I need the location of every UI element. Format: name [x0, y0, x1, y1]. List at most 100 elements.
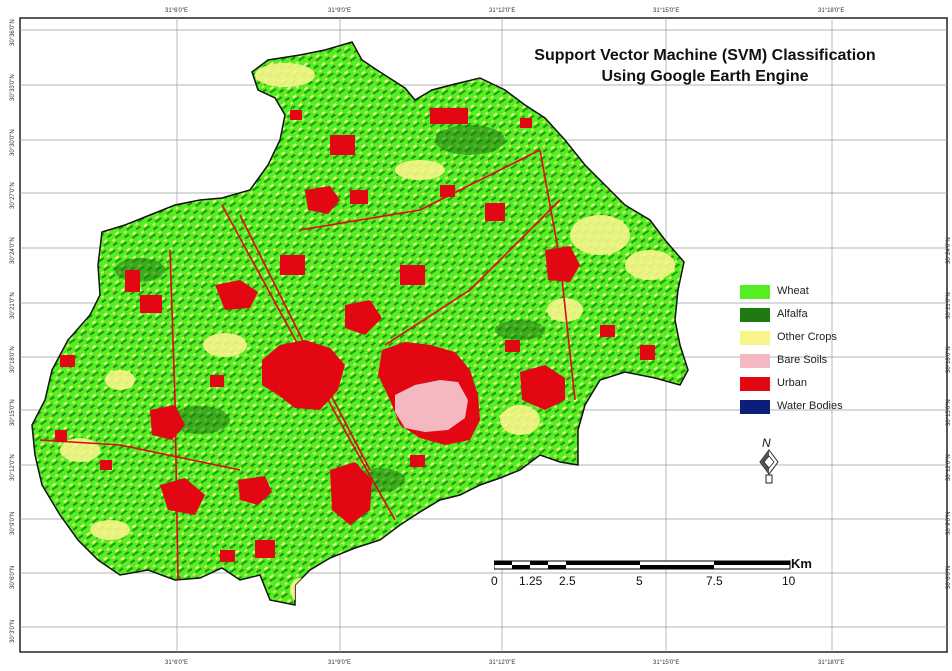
legend-label: Bare Soils — [777, 354, 828, 366]
lon-tick-label: 31°9'0"E — [328, 660, 351, 666]
urban-patch — [290, 110, 302, 120]
lat-tick-label: 30°9'0"N — [10, 512, 16, 535]
scale-label: 7.5 — [706, 574, 723, 588]
latitude-labels-left: 30°36'0"N 30°33'0"N 30°30'0"N 30°27'0"N … — [10, 19, 16, 643]
urban-patch — [305, 186, 340, 214]
legend-item-alfalfa: Alfalfa — [740, 307, 860, 330]
other-crops-patch — [60, 438, 100, 462]
urban-patch — [640, 345, 655, 360]
longitude-labels-bottom: 31°6'0"E 31°9'0"E 31°12'0"E 31°15'0"E 31… — [165, 660, 844, 666]
urban-patch — [545, 246, 580, 282]
north-label: N — [762, 436, 771, 450]
legend-item-urban: Urban — [740, 376, 860, 399]
legend-swatch — [740, 354, 770, 368]
urban-patch — [100, 460, 112, 470]
north-arrow-icon — [759, 449, 779, 484]
lat-tick-label: 30°21'0"N — [946, 292, 952, 319]
alfalfa-patch — [435, 125, 505, 155]
scale-unit: Km — [791, 556, 812, 571]
other-crops-patch — [395, 160, 445, 180]
scale-label: 0 — [491, 574, 498, 588]
map-title: Support Vector Machine (SVM) Classificat… — [534, 47, 876, 64]
scale-label: 2.5 — [559, 574, 576, 588]
scale-bar — [494, 560, 791, 570]
other-crops-patch — [255, 63, 315, 87]
urban-patch — [140, 295, 162, 313]
urban-patch — [505, 340, 520, 352]
urban-patch — [220, 550, 235, 562]
legend-item-water-bodies: Water Bodies — [740, 399, 860, 422]
other-crops-patch — [570, 215, 630, 255]
lat-tick-label: 30°6'0"N — [946, 566, 952, 589]
other-crops-patches — [60, 63, 675, 602]
legend: Wheat Alfalfa Other Crops Bare Soils Urb… — [740, 284, 860, 422]
urban-patch — [160, 478, 205, 515]
lat-tick-label: 30°12'0"N — [946, 454, 952, 481]
lat-tick-label: 30°15'0"N — [10, 399, 16, 426]
lat-tick-label: 30°33'0"N — [10, 74, 16, 101]
lon-tick-label: 31°12'0"E — [489, 660, 515, 666]
other-crops-patch — [500, 405, 540, 435]
urban-patch — [262, 340, 345, 410]
urban-patch — [215, 280, 258, 310]
lat-tick-label: 30°30'0"N — [10, 129, 16, 156]
urban-patch — [60, 355, 75, 367]
legend-swatch — [740, 331, 770, 345]
lat-tick-label: 30°36'0"N — [10, 19, 16, 46]
lat-tick-label: 30°18'0"N — [10, 346, 16, 373]
lon-tick-label: 31°9'0"E — [328, 8, 351, 14]
urban-patch — [238, 476, 272, 505]
lon-tick-label: 31°18'0"E — [818, 660, 844, 666]
lat-tick-label: 30°18'0"N — [946, 346, 952, 373]
road-line — [384, 199, 561, 346]
urban-patch — [150, 405, 185, 440]
urban-patch — [600, 325, 615, 337]
urban-patch — [125, 270, 140, 292]
lon-tick-label: 31°12'0"E — [489, 8, 515, 14]
lat-tick-label: 30°12'0"N — [10, 454, 16, 481]
legend-label: Urban — [777, 377, 807, 389]
lat-tick-label: 30°6'0"N — [10, 566, 16, 589]
urban-patch — [330, 462, 372, 525]
lat-tick-label: 30°9'0"N — [946, 512, 952, 535]
alfalfa-patch — [495, 320, 545, 340]
urban-patch — [520, 118, 532, 128]
other-crops-patch — [290, 578, 310, 602]
lon-tick-label: 31°6'0"E — [165, 8, 188, 14]
legend-item-wheat: Wheat — [740, 284, 860, 307]
other-crops-patch — [105, 370, 135, 390]
urban-patch — [255, 540, 275, 558]
urban-patch — [350, 190, 368, 204]
urban-patch — [520, 365, 565, 410]
lat-tick-label: 30°24'0"N — [946, 237, 952, 264]
legend-swatch — [740, 285, 770, 299]
urban-patch — [400, 265, 425, 285]
urban-patch — [55, 430, 67, 442]
lat-tick-label: 30°21'0"N — [10, 292, 16, 319]
legend-label: Other Crops — [777, 331, 837, 343]
legend-label: Alfalfa — [777, 308, 808, 320]
lat-tick-label: 30°15'0"N — [946, 399, 952, 426]
urban-patch — [410, 455, 425, 467]
lat-tick-label: 30°3'0"N — [10, 620, 16, 643]
longitude-labels-top: 31°6'0"E 31°9'0"E 31°12'0"E 31°15'0"E 31… — [165, 8, 844, 14]
urban-patch — [430, 108, 468, 124]
lon-tick-label: 31°6'0"E — [165, 660, 188, 666]
latitude-labels-right: 30°24'0"N 30°21'0"N 30°18'0"N 30°15'0"N … — [946, 237, 952, 589]
road-line — [299, 149, 541, 231]
classified-area — [31, 41, 689, 606]
urban-patch — [440, 185, 455, 197]
alfalfa-patch — [170, 406, 230, 434]
other-crops-patch — [625, 250, 675, 280]
lat-tick-label: 30°24'0"N — [10, 237, 16, 264]
legend-swatch — [740, 377, 770, 391]
scale-label: 1.25 — [519, 574, 543, 588]
bare-soils-patch — [395, 380, 468, 432]
legend-item-other-crops: Other Crops — [740, 330, 860, 353]
lon-tick-label: 31°15'0"E — [653, 660, 679, 666]
scale-label: 5 — [636, 574, 643, 588]
lon-tick-label: 31°18'0"E — [818, 8, 844, 14]
road-line — [169, 249, 179, 581]
lon-tick-label: 31°15'0"E — [653, 8, 679, 14]
